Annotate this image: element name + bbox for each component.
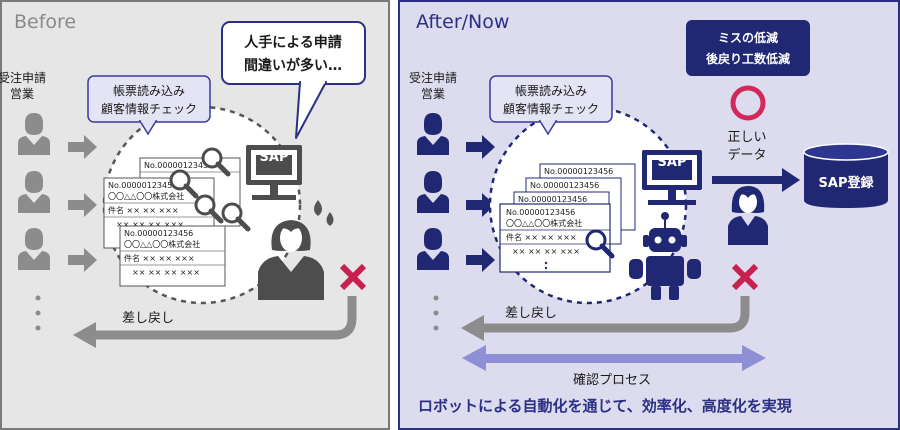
document-sheet: No.00000123456 〇〇△△〇〇株式会社 件名 ×× ×× ××× ×…	[119, 225, 226, 287]
worker-icon	[258, 220, 324, 300]
submit-arrow-icon	[68, 135, 97, 159]
document-row: ×× ×× ×× ×××	[132, 268, 200, 277]
document-number: No.00000123456	[544, 167, 613, 176]
more-dots-icon	[433, 295, 439, 331]
complaint-line-1: 人手による申請	[244, 34, 342, 51]
document-subject: 件名 ×× ×× ×××	[108, 205, 179, 215]
sap-monitor-icon	[642, 150, 702, 205]
confirm-arrowhead-left	[462, 345, 486, 371]
complaint-bubble	[221, 21, 366, 85]
after-title: After/Now	[416, 11, 509, 33]
benefit-line-1: ミスの低減	[718, 30, 778, 45]
confirm-process-bar	[482, 354, 746, 363]
confirm-arrowhead-right	[742, 345, 766, 371]
success-circle-icon	[730, 85, 766, 121]
more-dots-icon	[35, 295, 41, 331]
process-bubble-line-1: 帳票読み込み	[113, 83, 185, 98]
document-row: ×× ×× ×× ×××	[512, 247, 580, 256]
reject-x-icon	[339, 263, 367, 291]
register-arrow-icon	[712, 168, 800, 192]
submit-arrow-icon	[68, 248, 97, 272]
benefit-box	[686, 20, 810, 76]
document-number: No.00000123456	[144, 161, 213, 170]
document-number: No.00000123456	[108, 181, 177, 190]
sap-label: SAP	[260, 150, 289, 165]
document-number: No.00000123456	[506, 208, 575, 217]
conclusion-text: ロボットによる自動化を通じて、効率化、高度化を実現	[418, 397, 792, 415]
return-arrowhead	[73, 322, 96, 348]
before-sender-label-1: 受注申請	[0, 70, 46, 85]
document-subject: 件名 ×× ×× ×××	[506, 232, 577, 242]
correct-data-line-1: 正しい	[727, 130, 766, 145]
worker-icon	[728, 186, 768, 245]
submit-arrow-icon	[466, 135, 495, 159]
sweat-drops-icon	[314, 200, 334, 226]
return-arrow	[480, 296, 750, 333]
document-number: No.00000123456	[518, 195, 587, 204]
reject-x-icon	[731, 263, 759, 291]
correct-data-line-2: データ	[727, 147, 766, 163]
return-label: 差し戻し	[122, 311, 174, 326]
return-label: 差し戻し	[505, 306, 557, 321]
sap-database-icon	[803, 143, 889, 208]
submit-arrow-icon	[68, 193, 97, 217]
submit-arrow-icon	[466, 248, 495, 272]
document-row: ×× ×× ×× ×××	[116, 220, 184, 229]
confirm-label: 確認プロセス	[573, 372, 651, 388]
document-stack: No.00000123456 No.00000123456 No.0000012…	[499, 163, 636, 273]
magnifier-icon	[585, 229, 615, 259]
return-arrowhead	[461, 315, 484, 341]
process-bubble-line-1: 帳票読み込み	[515, 83, 587, 98]
submit-arrow-icon	[466, 193, 495, 217]
sap-label: SAP	[658, 155, 687, 170]
document-number: No.00000123456	[124, 229, 193, 238]
benefit-line-2: 後戻り工数低減	[706, 51, 790, 66]
before-title: Before	[14, 11, 76, 33]
document-company: 〇〇△△〇〇株式会社	[124, 239, 200, 249]
document-company: 〇〇△△〇〇株式会社	[506, 218, 582, 228]
after-sender-label-1: 受注申請	[409, 70, 457, 85]
document-number: No.00000123456	[530, 181, 599, 190]
after-sender-label-2: 営業	[421, 87, 445, 101]
return-arrow	[92, 296, 357, 340]
process-bubble-line-2: 顧客情報チェック	[101, 101, 197, 116]
document-subject: 件名 ×× ×× ×××	[124, 253, 195, 263]
document-sheet: No.00000123456 〇〇△△〇〇株式会社 件名 ×× ×× ××× ×…	[499, 203, 611, 273]
before-sender-label-2: 営業	[10, 87, 34, 101]
robot-icon	[629, 212, 701, 300]
complaint-line-2: 間違いが多い…	[244, 57, 342, 74]
document-company: 〇〇△△〇〇株式会社	[108, 191, 184, 201]
process-bubble-line-2: 顧客情報チェック	[503, 101, 599, 116]
sap-register-label: SAP登録	[819, 175, 875, 191]
sap-monitor-icon	[246, 145, 302, 200]
